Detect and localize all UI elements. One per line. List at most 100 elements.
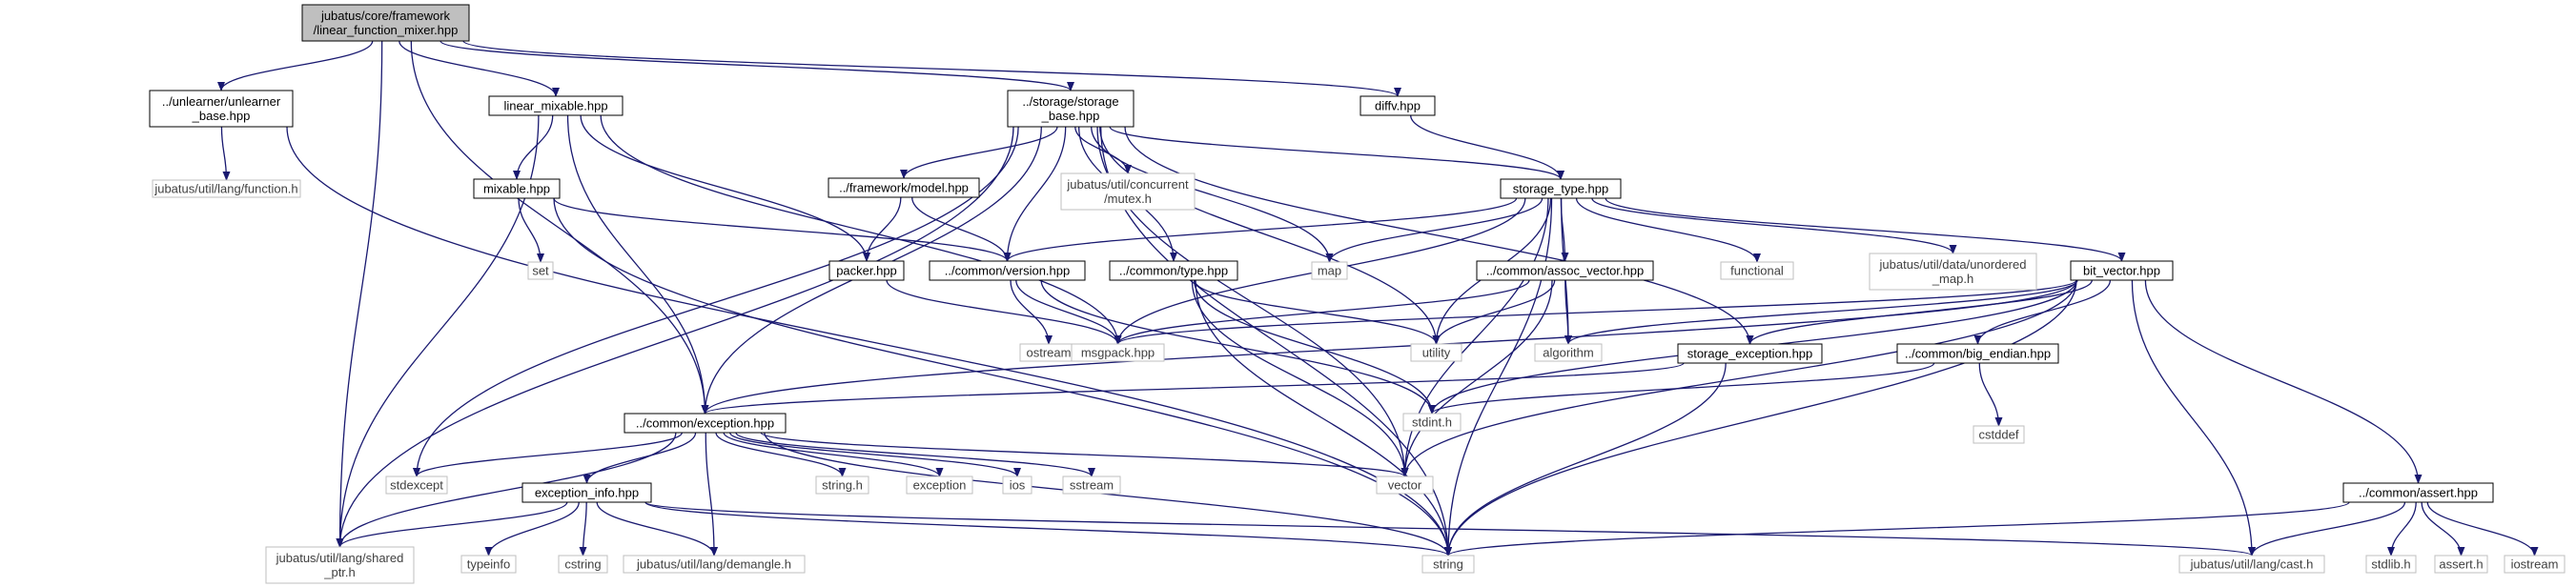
edge-linear_mixable-to-packer <box>580 114 870 262</box>
edge-group-71 <box>723 432 944 477</box>
node-box <box>623 555 806 574</box>
edge-group-62 <box>2144 279 2423 484</box>
edge-bit_vector-to-string <box>1444 279 2077 557</box>
edge-group-40 <box>1003 197 1518 262</box>
edge-ctype-to-vector <box>1191 279 1409 477</box>
edge-group-0 <box>217 40 374 91</box>
node-assert-hpp[interactable]: ../common/assert.hpp <box>2342 482 2494 503</box>
node-label: functional <box>1730 264 1784 278</box>
edge-group-76 <box>583 432 697 484</box>
edge-group-89 <box>2426 501 2539 557</box>
edge-group-1 <box>399 40 560 97</box>
edge-linear_mixable-to-msgpack <box>600 114 1122 345</box>
edge-bit_vector-to-assert_hpp <box>2144 279 2423 484</box>
edge-version-to-msgpack <box>1015 279 1122 345</box>
edge-storage_base-to-fw_model <box>900 126 1058 179</box>
node-label: stdexcept <box>390 478 443 493</box>
node-fw-model[interactable]: ../framework/model.hpp <box>828 177 980 198</box>
node-linear-mixable[interactable]: linear_mixable.hpp <box>488 95 624 116</box>
edge-big_endian-to-cstddef <box>1978 362 2003 427</box>
edge-root-to-shared_ptr <box>336 40 383 548</box>
node-functional: functional <box>1720 261 1794 280</box>
edge-diffv-to-storage_type <box>1410 114 1564 180</box>
edge-group-85 <box>1444 501 2350 557</box>
edge-group-22 <box>413 126 1019 477</box>
node-stdlib: stdlib.h <box>2365 555 2417 574</box>
node-label: ../common/assoc_vector.hpp <box>1486 264 1644 278</box>
edge-group-61 <box>1444 279 2077 557</box>
node-box <box>828 177 980 198</box>
edge-root-to-linear_mixable <box>399 40 560 97</box>
edge-exception-to-exception_info <box>583 432 697 484</box>
node-label: jubatus/util/lang/shared <box>276 551 404 565</box>
edge-storage_exception-to-string <box>1444 362 1727 557</box>
node-box <box>149 90 294 128</box>
edge-root-to-diffv <box>462 40 1401 97</box>
edge-root-to-unlearner <box>217 40 374 91</box>
edge-fw_model-to-packer <box>863 196 902 262</box>
node-box <box>527 261 554 280</box>
edge-group-41 <box>1325 197 1544 263</box>
node-box <box>624 413 787 434</box>
node-label: ../common/assert.hpp <box>2359 486 2478 500</box>
node-packer[interactable]: packer.hpp <box>828 260 905 281</box>
node-exception-info[interactable]: exception_info.hpp <box>521 482 652 503</box>
edge-group-67 <box>1978 362 2003 427</box>
edge-group-68 <box>1428 362 1935 415</box>
edge-group-28 <box>911 196 1012 262</box>
node-label: ostream <box>1027 346 1072 360</box>
node-box <box>265 546 415 584</box>
node-box <box>1973 425 2025 444</box>
edge-storage_type-to-vector <box>1400 197 1549 477</box>
node-ios: ios <box>1002 476 1032 495</box>
node-label: jubatus/util/lang/cast.h <box>2190 557 2314 572</box>
node-box <box>385 476 448 495</box>
node-exception[interactable]: ../common/exception.hpp <box>624 413 787 434</box>
node-box <box>1376 476 1434 495</box>
edge-ctype-to-utility <box>1194 279 1441 345</box>
node-label: ios <box>1010 478 1026 493</box>
node-bit-vector[interactable]: bit_vector.hpp <box>2070 260 2174 281</box>
node-box <box>906 476 973 495</box>
node-root[interactable]: jubatus/core/framework/linear_function_m… <box>301 4 470 42</box>
node-ctype[interactable]: ../common/type.hpp <box>1109 260 1238 281</box>
node-assoc-vector[interactable]: ../common/assoc_vector.hpp <box>1476 260 1654 281</box>
node-diffv[interactable]: diffv.hpp <box>1360 95 1436 116</box>
node-storage-type[interactable]: storage_type.hpp <box>1500 178 1622 199</box>
edge-group-33 <box>1010 279 1053 345</box>
edge-bit_vector-to-algorithm <box>1564 279 2078 345</box>
node-algorithm: algorithm <box>1534 343 1603 362</box>
edge-group-3 <box>462 40 1401 97</box>
edge-group-80 <box>579 501 587 557</box>
node-version[interactable]: ../common/version.hpp <box>929 260 1086 281</box>
edge-storage_base-to-map <box>1091 126 1334 263</box>
node-label: ../common/version.hpp <box>945 264 1071 278</box>
edge-root-to-storage_base <box>440 40 1074 91</box>
edge-group-81 <box>596 501 718 557</box>
edge-group-2 <box>440 40 1074 91</box>
node-label: ../unlearner/unlearner <box>162 94 281 109</box>
node-label: map <box>1318 264 1341 278</box>
node-box <box>1421 555 1475 574</box>
edge-bit_vector-to-exception <box>701 279 2077 415</box>
node-label: diffv.hpp <box>1375 99 1421 113</box>
node-msgpack: msgpack.hpp <box>1071 343 1165 362</box>
edge-group-6 <box>220 126 231 181</box>
node-unlearner[interactable]: ../unlearner/unlearner_base.hpp <box>149 90 294 128</box>
edge-group-52 <box>1432 279 1556 345</box>
edge-group-72 <box>729 432 1021 477</box>
edge-group-45 <box>1605 197 2126 262</box>
node-storage-base[interactable]: ../storage/storage_base.hpp <box>1007 90 1135 128</box>
edge-linear_mixable-to-exception <box>566 114 709 415</box>
node-storage-exception[interactable]: storage_exception.hpp <box>1677 343 1823 364</box>
edge-group-4 <box>410 40 709 415</box>
node-box <box>1410 343 1462 362</box>
node-label: ../common/type.hpp <box>1119 264 1228 278</box>
node-label: jubatus/util/lang/function.h <box>153 182 297 196</box>
node-label: _map.h <box>1932 272 1973 286</box>
edge-group-60 <box>1400 279 2077 477</box>
node-big-endian[interactable]: ../common/big_endian.hpp <box>1896 343 2059 364</box>
node-box <box>460 555 517 574</box>
node-mixable[interactable]: mixable.hpp <box>473 178 561 199</box>
node-box <box>1109 260 1238 281</box>
